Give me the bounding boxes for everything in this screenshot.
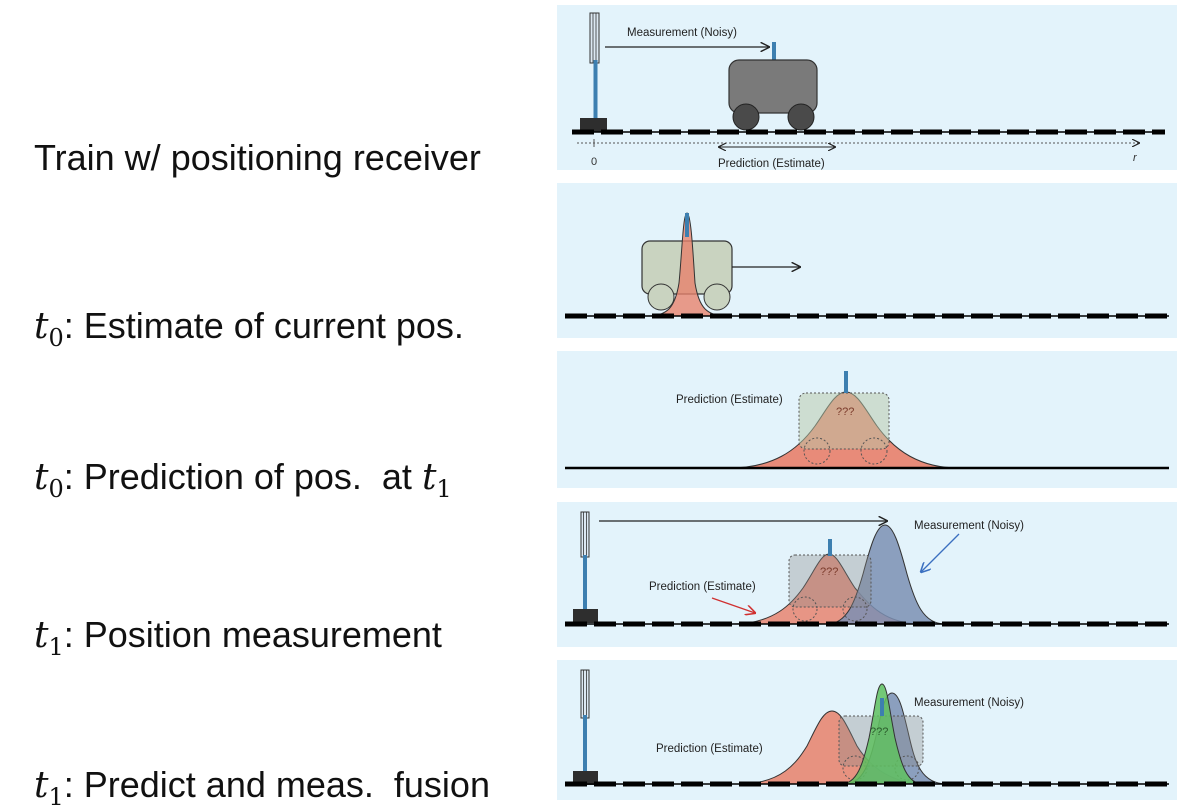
caption-estimate-current: t0: Estimate of current pos. xyxy=(34,305,464,352)
panel-fusion-diagram: ??? Measurement (Noisy) Prediction (Esti… xyxy=(565,669,1169,787)
time-variable: t xyxy=(34,457,49,498)
caption-text: : Prediction of pos. at xyxy=(63,456,422,497)
fusion-distribution-curve xyxy=(840,683,924,785)
time-subscript: 1 xyxy=(48,783,64,811)
receiver-antenna-icon xyxy=(828,539,832,556)
signal-pole-icon xyxy=(573,669,598,785)
caption-prediction: t0: Prediction of pos. at t1 xyxy=(34,456,452,503)
time-subscript: 1 xyxy=(48,633,64,661)
prediction-pointer-arrow xyxy=(711,597,755,613)
time-variable: t xyxy=(34,765,49,806)
receiver-antenna-icon xyxy=(844,371,848,393)
time-subscript: 0 xyxy=(48,475,64,503)
time-variable: t xyxy=(34,306,49,347)
panel-prediction: ??? Prediction (Estimate) xyxy=(557,351,1177,488)
measurement-label: Measurement (Noisy) xyxy=(914,520,1024,532)
panel-measurement: ??? Measurement (Noisy) Prediction (Esti… xyxy=(557,502,1177,647)
panel-train-setup-diagram: Measurement (Noisy) 0 r Prediction (Esti… xyxy=(572,12,1165,170)
caption-text: : Predict and meas. fusion xyxy=(63,764,490,805)
unknown-label: ??? xyxy=(820,566,838,578)
prediction-label: Prediction (Estimate) xyxy=(718,158,825,170)
measurement-pointer-arrow xyxy=(921,533,960,572)
caption-text: : Position measurement xyxy=(63,614,442,655)
caption-text: Train w/ positioning receiver xyxy=(34,137,481,178)
caption-fusion: t1: Predict and meas. fusion xyxy=(34,764,490,811)
caption-measurement: t1: Position measurement xyxy=(34,614,442,661)
prediction-label: Prediction (Estimate) xyxy=(656,743,763,755)
panel-current-estimate xyxy=(557,183,1177,338)
time-subscript-2: 1 xyxy=(436,475,452,503)
unknown-label: ??? xyxy=(836,406,854,418)
train-cart-ghost-icon xyxy=(788,554,872,622)
panel-prediction-diagram: ??? Prediction (Estimate) xyxy=(565,371,1169,470)
caption-train: Train w/ positioning receiver xyxy=(34,140,481,176)
receiver-antenna-icon xyxy=(685,213,689,237)
panel-current-estimate-diagram xyxy=(565,212,1169,319)
prediction-label: Prediction (Estimate) xyxy=(676,394,783,406)
unknown-label: ??? xyxy=(870,726,888,738)
axis-origin-label: 0 xyxy=(591,156,597,168)
signal-pole-icon xyxy=(580,12,607,132)
measurement-label: Measurement (Noisy) xyxy=(914,697,1024,709)
panel-fusion: ??? Measurement (Noisy) Prediction (Esti… xyxy=(557,660,1177,800)
panel-train-setup: Measurement (Noisy) 0 r Prediction (Esti… xyxy=(557,5,1177,170)
train-cart-icon xyxy=(728,42,818,131)
axis-label: r xyxy=(1133,152,1138,164)
receiver-antenna-icon xyxy=(880,698,884,716)
time-variable: t xyxy=(34,615,49,656)
time-variable-2: t xyxy=(421,457,437,498)
signal-pole-icon xyxy=(573,511,598,623)
panel-measurement-diagram: ??? Measurement (Noisy) Prediction (Esti… xyxy=(565,511,1169,627)
time-subscript: 0 xyxy=(48,324,64,352)
caption-text: : Estimate of current pos. xyxy=(63,305,464,346)
prediction-label: Prediction (Estimate) xyxy=(649,581,756,593)
measurement-distribution-curve xyxy=(826,524,946,625)
position-axis xyxy=(577,139,1139,147)
measurement-label: Measurement (Noisy) xyxy=(627,27,737,39)
